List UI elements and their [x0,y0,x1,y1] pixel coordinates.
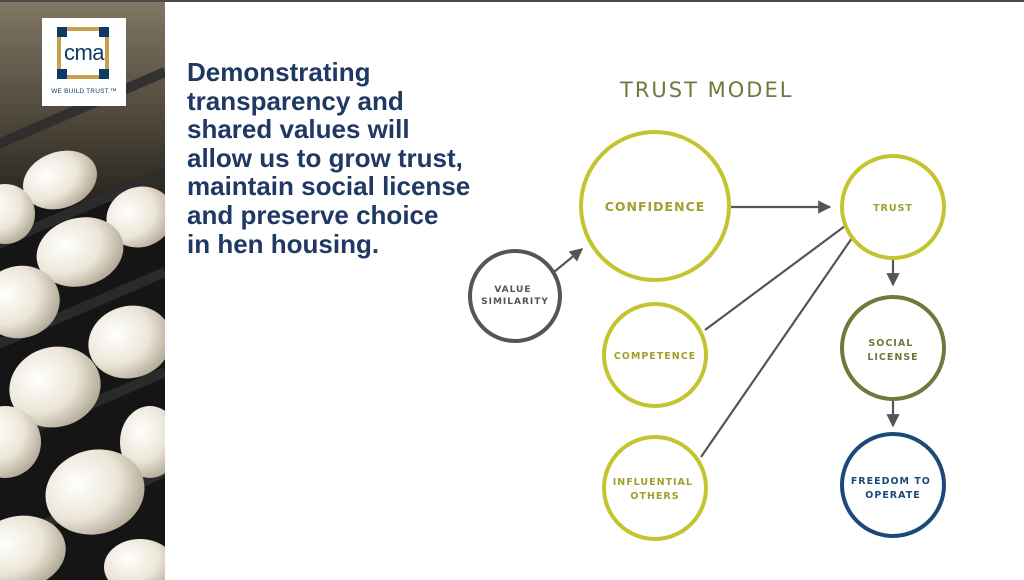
svg-text:FREEDOM TO OPERATE: FREEDOM TO OPERATE [851,476,935,501]
headline-line: transparency and [187,85,404,116]
line-influential-others-to-trust [700,237,853,458]
connectors [553,200,900,458]
node-confidence: CONFIDENCE [579,130,731,282]
node-label: LICENSE [867,352,918,363]
node-label: OTHERS [630,491,679,502]
node-label: FREEDOM TO [851,476,931,487]
headline-line: in hen housing. [187,228,380,259]
logo-frame [57,27,109,79]
headline-line: shared values will [187,114,410,145]
cma-logo: cma WE BUILD TRUST.™ [42,18,126,106]
headline: Demonstrating transparency and shared va… [187,58,547,258]
svg-text:CONFIDENCE: CONFIDENCE [605,199,706,214]
node-label: OPERATE [865,490,920,501]
node-influential-others: INFLUENTIAL OTHERS [602,435,708,541]
node-value-similarity: VALUE SIMILARITY [468,249,562,343]
node-label: VALUE [494,285,531,295]
node-label: COMPETENCE [614,351,696,362]
node-competence: COMPETENCE [602,302,708,408]
headline-line: allow us to grow trust, [187,142,463,173]
node-label: INFLUENTIAL [613,477,693,488]
logo-wordmark: cma [63,40,105,65]
svg-text:COMPETENCE: COMPETENCE [614,351,696,362]
line-competence-to-trust [704,225,846,331]
svg-text:TRUST: TRUST [873,203,913,214]
node-trust: TRUST [840,154,946,260]
logo-tagline: WE BUILD TRUST.™ [51,88,117,95]
svg-text:INFLUENTIAL OTHERS: INFLUENTIAL OTHERS [613,477,698,502]
node-label: CONFIDENCE [605,199,706,214]
headline-line: Demonstrating [187,57,371,87]
egg-photo [0,2,165,580]
node-label: SOCIAL [868,338,913,349]
arrow-value-similarity-to-confidence [553,248,584,273]
headline-line: maintain social license [187,171,471,202]
eggs [0,150,165,580]
node-freedom-to-operate: FREEDOM TO OPERATE [840,432,946,538]
svg-text:VALUE SIMILARITY: VALUE SIMILARITY [481,285,549,307]
node-label: TRUST [873,203,913,214]
node-social-license: SOCIAL LICENSE [840,295,946,401]
headline-line: and preserve choice [187,199,439,230]
svg-text:SOCIAL LICENSE: SOCIAL LICENSE [867,338,918,363]
node-label: SIMILARITY [481,297,549,307]
diagram-title: TRUST MODEL [620,78,794,102]
egg-conveyor-image: cma WE BUILD TRUST.™ [0,2,165,580]
